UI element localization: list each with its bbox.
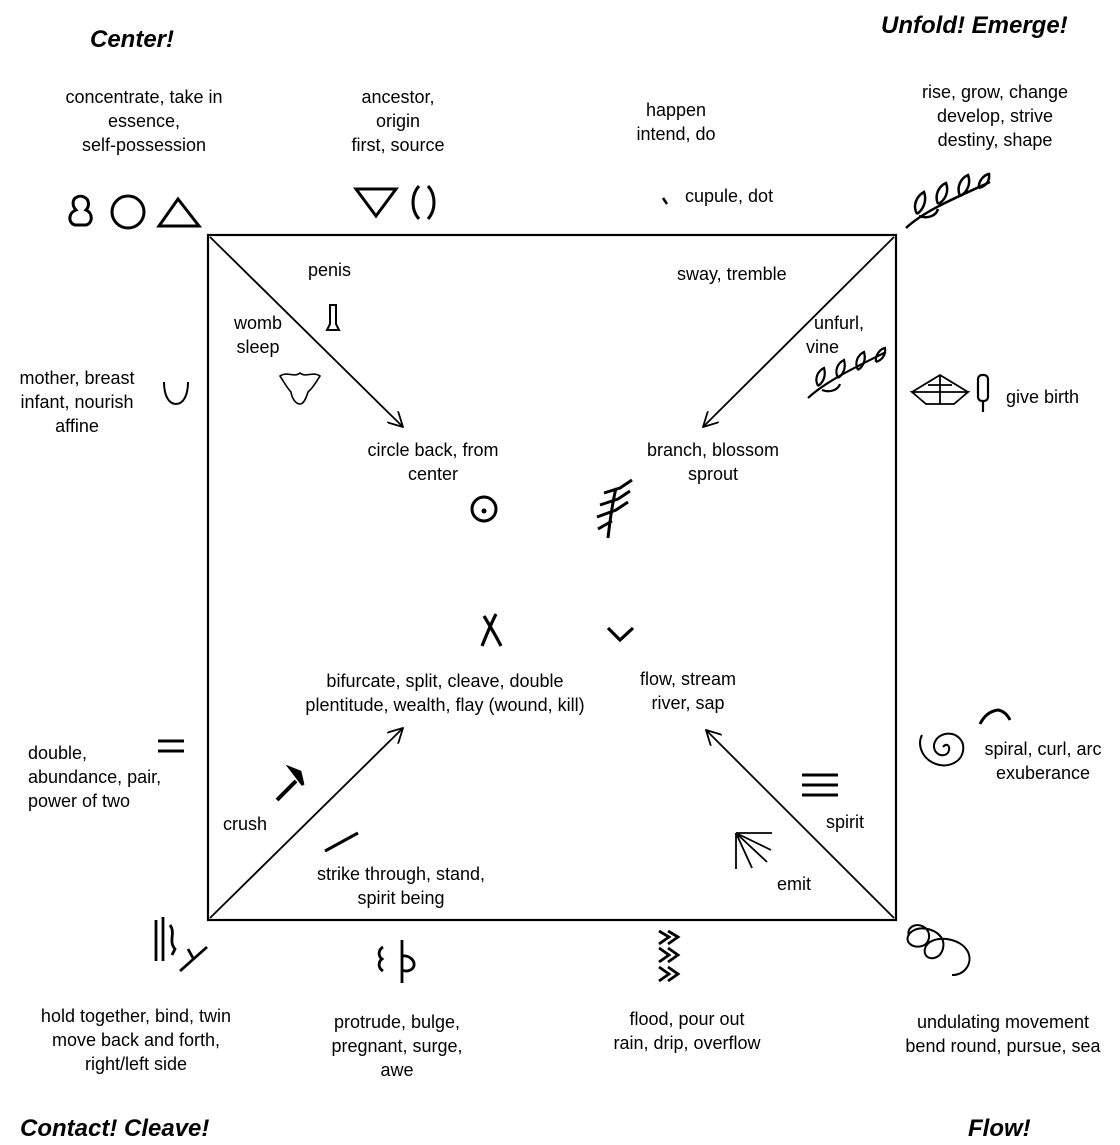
dot-icon — [661, 197, 669, 205]
label-mother: mother, breast infant, nourish affine — [19, 368, 135, 436]
twin-icon — [154, 917, 208, 973]
label-undulating: undulating movement bend round, pursue, … — [905, 1012, 1101, 1056]
inverted-triangle-icon — [353, 187, 399, 219]
label-hold: hold together, bind, twin move back and … — [40, 1006, 232, 1074]
vine-icon — [905, 172, 991, 229]
circle-dot-icon — [470, 495, 498, 523]
chevron-down-icon — [606, 626, 635, 643]
label-branch: branch, blossom sprout — [646, 440, 780, 484]
label-womb: womb sleep — [233, 313, 283, 357]
label-circle-back: circle back, from center — [367, 440, 499, 484]
label-emit: emit — [777, 874, 812, 894]
corner-title-bottom-left: Contact! Cleave! — [20, 1115, 210, 1142]
stroke-icon — [324, 831, 359, 853]
zigzag-icon — [658, 929, 681, 983]
label-crush: crush — [223, 814, 268, 834]
branch-icon — [596, 478, 633, 539]
penis-icon — [325, 304, 341, 331]
main-square — [206, 233, 898, 922]
curl-arc-icon — [978, 708, 1012, 725]
label-spirit: spirit — [826, 812, 865, 832]
label-flood: flood, pour out rain, drip, overflow — [613, 1009, 761, 1053]
label-cupule: cupule, dot — [685, 186, 774, 206]
label-bifurcate: bifurcate, split, cleave, double plentit… — [305, 671, 585, 715]
label-unfurl: unfurl, vine — [806, 313, 865, 357]
corner-title-bottom-right: Flow! — [968, 1115, 1031, 1142]
birth-icon — [976, 373, 990, 412]
label-concentrate: concentrate, take in essence, self-posse… — [65, 87, 223, 155]
corner-title-top-left: Center! — [90, 26, 175, 53]
label-happen: happen intend, do — [636, 100, 716, 144]
label-protrude: protrude, bulge, pregnant, surge, awe — [331, 1012, 463, 1080]
boat-icon — [909, 373, 971, 405]
arrow-bottom-left — [209, 728, 403, 919]
loops-icon — [906, 924, 971, 976]
spiral-icon — [919, 732, 965, 767]
corner-title-top-right: Unfold! Emerge! — [881, 12, 1068, 39]
emit-lines-icon — [735, 832, 772, 869]
womb-icon — [278, 371, 322, 405]
label-ancestor: ancestor, origin first, source — [351, 87, 445, 155]
double-line-icon — [158, 739, 184, 753]
bulge-icon — [377, 940, 416, 983]
breast-shape-icon — [68, 194, 93, 227]
label-flow: flow, stream river, sap — [639, 669, 737, 713]
circle-icon — [110, 194, 146, 230]
label-give-birth: give birth — [1006, 387, 1080, 407]
triple-line-icon — [802, 773, 838, 797]
label-sway: sway, tremble — [677, 264, 787, 284]
arrow-top-right — [703, 236, 895, 427]
parentheses-icon — [411, 185, 436, 220]
label-double: double, abundance, pair, power of two — [28, 743, 162, 811]
arrow-icon — [275, 764, 305, 802]
x-cross-icon — [480, 613, 503, 647]
label-rise: rise, grow, change develop, strive desti… — [921, 82, 1069, 150]
label-strike: strike through, stand, spirit being — [316, 864, 486, 908]
u-cup-icon — [163, 381, 189, 406]
vine-icon — [807, 346, 887, 399]
triangle-icon — [156, 196, 203, 228]
label-spiral: spiral, curl, arc exuberance — [984, 739, 1102, 783]
label-penis: penis — [308, 260, 352, 280]
arrow-bottom-right — [706, 730, 895, 919]
arrow-top-left — [209, 236, 403, 427]
